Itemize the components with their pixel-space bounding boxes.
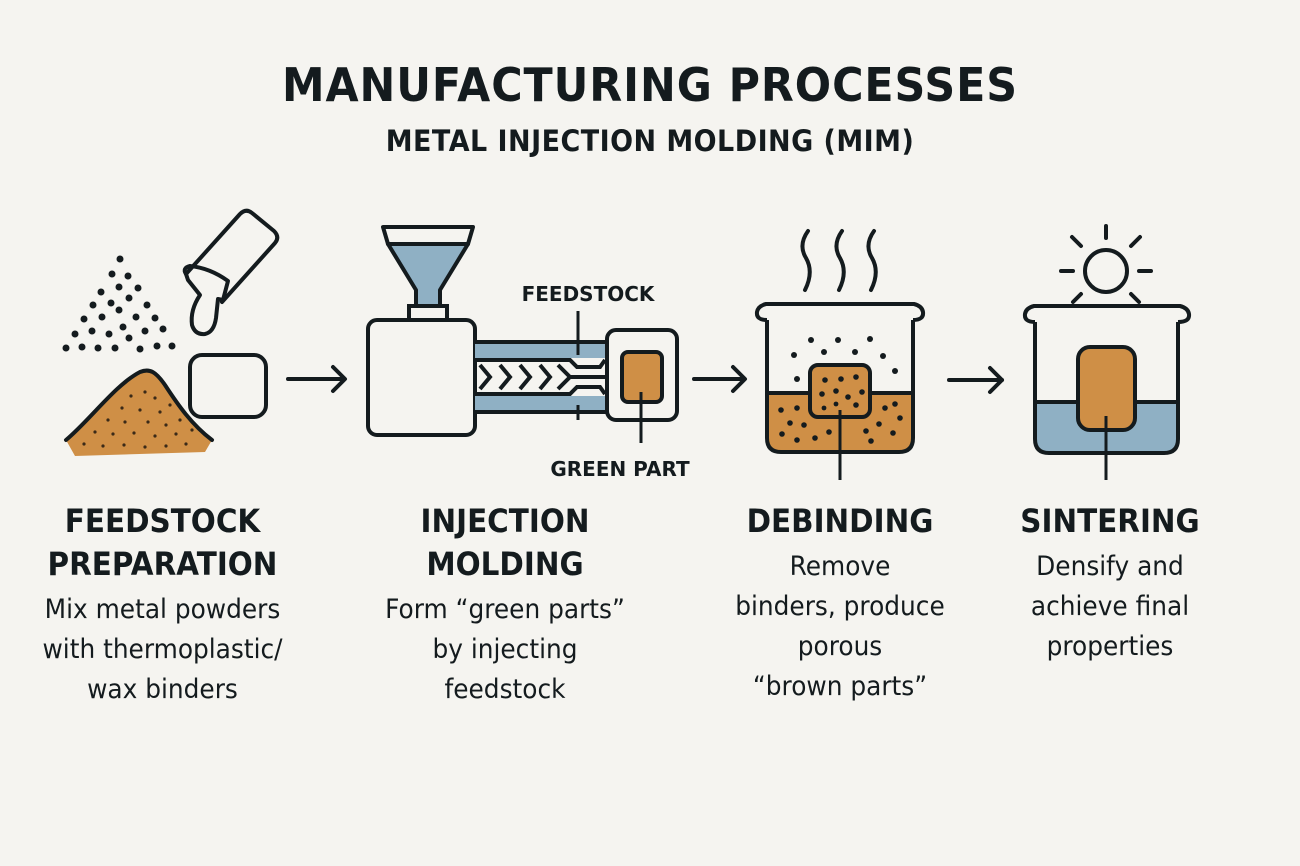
arrow-right-icon	[947, 366, 1004, 394]
step-heading: MOLDING	[426, 545, 584, 583]
debinding-pot-icon	[754, 302, 926, 480]
step-description: wax binders	[87, 674, 238, 705]
diagram-title: MANUFACTURING PROCESSES	[281, 58, 1019, 112]
step-description: porous	[797, 631, 883, 662]
step-debinding: DEBINDING Remove binders, produce porous…	[710, 500, 970, 707]
arrow-right-icon	[286, 365, 347, 393]
diagram-subtitle: METAL INJECTION MOLDING (MIM)	[385, 124, 915, 158]
step-description: properties	[1046, 631, 1174, 662]
step-description: Densify and	[1036, 551, 1184, 582]
step-description: Form “green parts”	[385, 594, 625, 625]
step-description: Remove	[789, 551, 891, 582]
step-description: feedstock	[444, 674, 566, 705]
step-heading: FEEDSTOCK	[64, 502, 261, 540]
step-description: binders, produce	[735, 591, 945, 622]
sintering-pot-icon	[1022, 304, 1192, 480]
step-description: Mix metal powders	[44, 594, 281, 625]
step-heading: PREPARATION	[47, 545, 278, 583]
step-heading: INJECTION	[420, 502, 590, 540]
metal-powder-dots-icon	[62, 255, 176, 353]
step-sintering: SINTERING Densify and achieve final prop…	[995, 500, 1225, 667]
green-part-callout-label: GREEN PART	[550, 457, 690, 481]
feedstock-callout-label: FEEDSTOCK	[522, 282, 656, 306]
steam-icon	[800, 229, 878, 292]
step-description: achieve final	[1030, 591, 1190, 622]
step-injection-molding: INJECTION MOLDING Form “green parts” by …	[360, 500, 650, 710]
sun-heat-icon	[1059, 224, 1153, 304]
step-description: “brown parts”	[752, 671, 928, 702]
step-description: with thermoplastic/	[42, 634, 283, 665]
step-heading: SINTERING	[1020, 502, 1200, 540]
binder-block-icon	[188, 353, 268, 419]
injection-machine-icon	[366, 225, 679, 443]
arrow-right-icon	[692, 365, 747, 393]
powder-pile-icon	[64, 368, 214, 456]
pouring-container-icon	[182, 208, 280, 337]
step-feedstock-preparation: FEEDSTOCK PREPARATION Mix metal powders …	[20, 500, 305, 710]
step-description: by injecting	[432, 634, 578, 665]
step-heading: DEBINDING	[746, 502, 934, 540]
